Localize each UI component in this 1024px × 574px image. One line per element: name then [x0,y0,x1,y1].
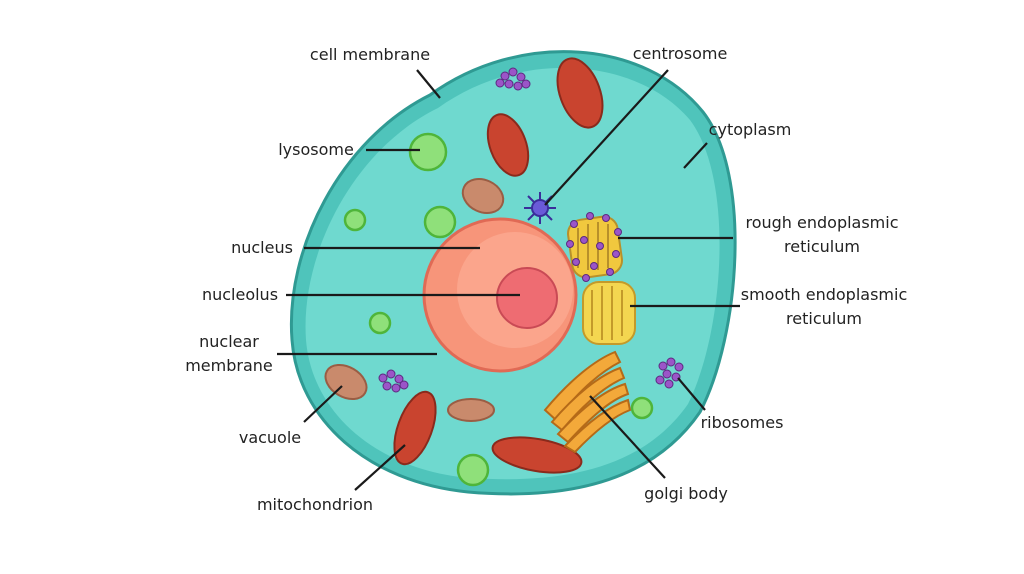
label-nucleolus: nucleolus [202,285,278,304]
label-nuclear-membrane-line1: nuclear [199,332,259,351]
nucleolus [496,267,558,329]
label-rough-er-line1: rough endoplasmic [745,213,898,232]
label-vacuole: vacuole [239,428,301,447]
label-smooth-er-line2: reticulum [786,309,862,328]
smooth-endoplasmic-reticulum [582,281,636,345]
label-nuclear-membrane-line2: membrane [185,356,273,375]
ribosomes [378,67,684,393]
leader-lines [277,69,740,491]
label-mitochondrion: mitochondrion [257,495,373,514]
label-cytoplasm: cytoplasm [709,120,792,139]
golgi-body [543,350,632,454]
label-centrosome: centrosome [633,44,728,63]
label-nucleus: nucleus [231,238,293,257]
lysosomes [343,132,654,487]
label-lysosome: lysosome [278,140,354,159]
rough-endoplasmic-reticulum [566,212,623,282]
label-ribosomes: ribosomes [701,413,784,432]
mitochondria [393,57,604,474]
centrosome [524,192,556,224]
label-cell-membrane: cell membrane [310,45,430,64]
label-smooth-er-line1: smooth endoplasmic [741,285,908,304]
label-rough-er-line2: reticulum [784,237,860,256]
label-golgi-body: golgi body [644,484,728,503]
